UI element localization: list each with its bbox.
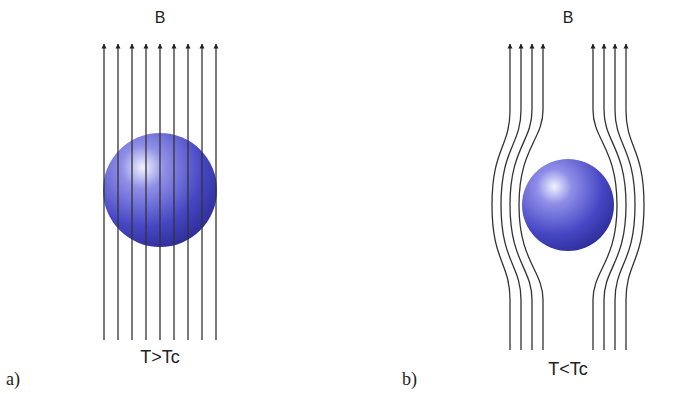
panel-label: b): [402, 370, 417, 388]
field-label: B: [563, 10, 574, 26]
field-label: B: [155, 10, 166, 26]
panel-label: a): [6, 370, 20, 388]
temperature-label: T>Tc: [140, 348, 180, 366]
field-lines: [104, 44, 216, 340]
temperature-label: T<Tc: [548, 360, 588, 378]
expelled-field-lines: [492, 44, 644, 350]
superconducting-sphere: [522, 159, 614, 251]
